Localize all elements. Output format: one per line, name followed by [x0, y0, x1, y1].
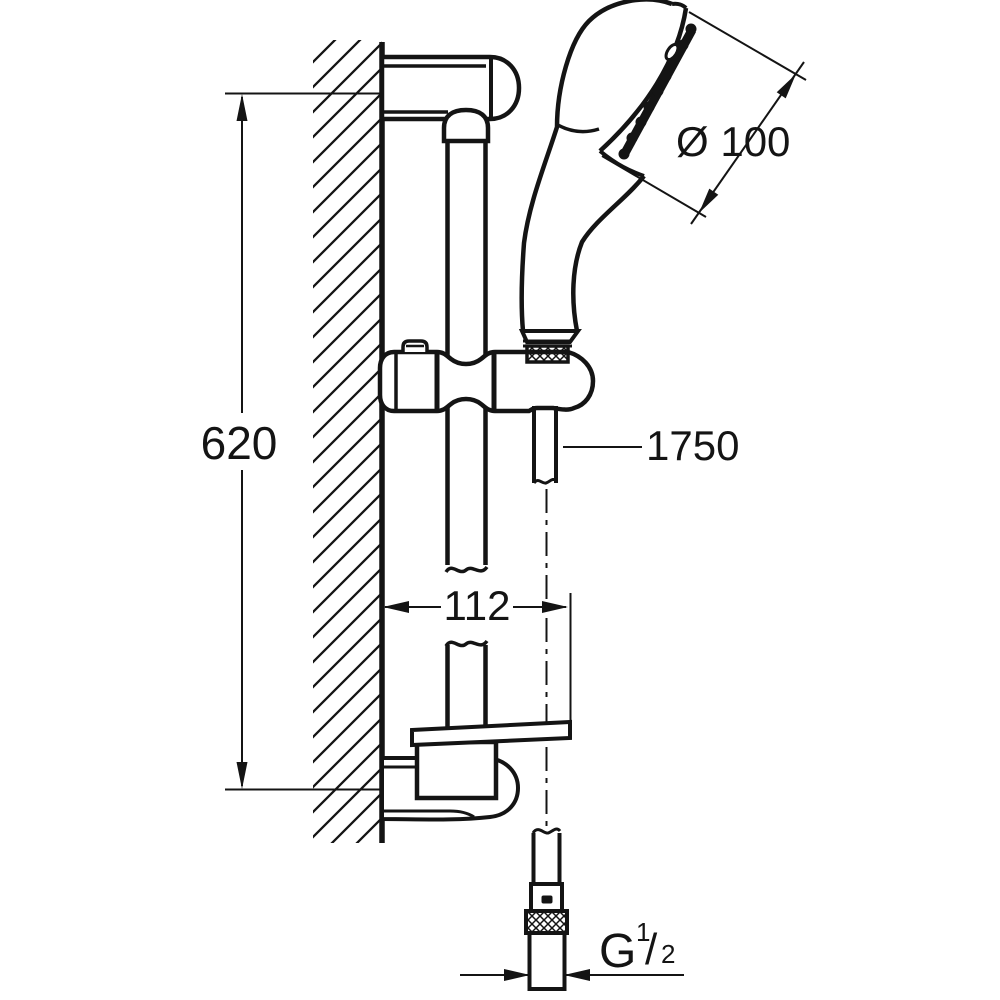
head-and-handle-left-outline [519, 0, 673, 332]
dim-dia-ext-bottom [601, 155, 707, 218]
rail-break-bottom [444, 639, 489, 648]
nozzle-dot [626, 132, 638, 144]
hand-shower [518, 0, 697, 344]
wall-hatch [313, 40, 382, 843]
wall-offset-label: 112 [444, 582, 511, 629]
hose-lower-segment [531, 833, 562, 884]
hose-nut-knurl-upper [525, 344, 570, 364]
hose-break-lower [531, 827, 562, 835]
thread-letter-label: G [599, 925, 636, 978]
hose-outlet-fitting [527, 931, 567, 991]
head-bottom-rim [598, 149, 645, 178]
handle-right-outline [571, 174, 646, 332]
dim-dia-arrow-top [776, 74, 796, 99]
wall-section [313, 40, 385, 843]
nozzle-dot [643, 101, 655, 113]
nozzle-dot [685, 23, 697, 35]
dim-620 [225, 92, 381, 791]
rail-length-label: 620 [201, 417, 278, 469]
spray-face-edge [598, 7, 689, 153]
shower-rail-tube [444, 139, 489, 731]
top-wall-bracket [379, 54, 522, 144]
dim-diameter-100 [601, 11, 807, 225]
rail-top-joint [441, 107, 491, 144]
hose-connector-slot [541, 895, 553, 904]
head-top-rim [671, 1, 688, 10]
dim-dia-ext-top [688, 11, 807, 81]
slider-holder [377, 339, 596, 414]
hose-break-upper [532, 477, 558, 485]
bottom-bracket-body [414, 739, 499, 801]
hose-nut-knurl-lower [524, 909, 569, 935]
dim-112-arrow-right [542, 601, 568, 613]
nozzle-dot [660, 70, 672, 82]
dim-112-arrow-left [383, 601, 409, 613]
hose-connector-block [529, 882, 564, 913]
soap-dish [410, 719, 572, 748]
dim-dia-arrow-bottom [699, 188, 719, 213]
nozzle-dot [618, 148, 630, 160]
thread-label: G 1 / 2 [599, 917, 675, 978]
bottom-bracket-bottom-detail [382, 809, 475, 819]
slider-body [377, 349, 596, 414]
dim-112 [383, 593, 572, 721]
dim-620-arrow-down [236, 762, 248, 789]
dim-thread-arrow-left [504, 969, 530, 981]
top-bracket-arm [379, 54, 522, 122]
dim-thread-arrow-right [564, 969, 590, 981]
shower-hose [524, 406, 569, 991]
handle-neck-parting-line [555, 122, 600, 134]
nozzle-dot [677, 39, 689, 51]
head-pivot-detail [664, 42, 680, 62]
head-diameter-label: Ø 100 [676, 118, 790, 165]
dim-620-arrow-up [236, 94, 248, 121]
nozzle-dot [635, 116, 647, 128]
hose-length-label: 1750 [646, 422, 739, 469]
nozzle-strip [618, 23, 697, 160]
thread-slash-label: / [645, 925, 658, 974]
thread-denominator-label: 2 [661, 939, 675, 969]
bottom-wall-bracket [380, 719, 572, 822]
nozzle-dot [652, 85, 664, 97]
thread-numerator-label: 1 [636, 917, 650, 947]
rail-break-top [444, 565, 489, 574]
hose-upper-segment [532, 406, 558, 483]
dim-thread [460, 969, 684, 981]
